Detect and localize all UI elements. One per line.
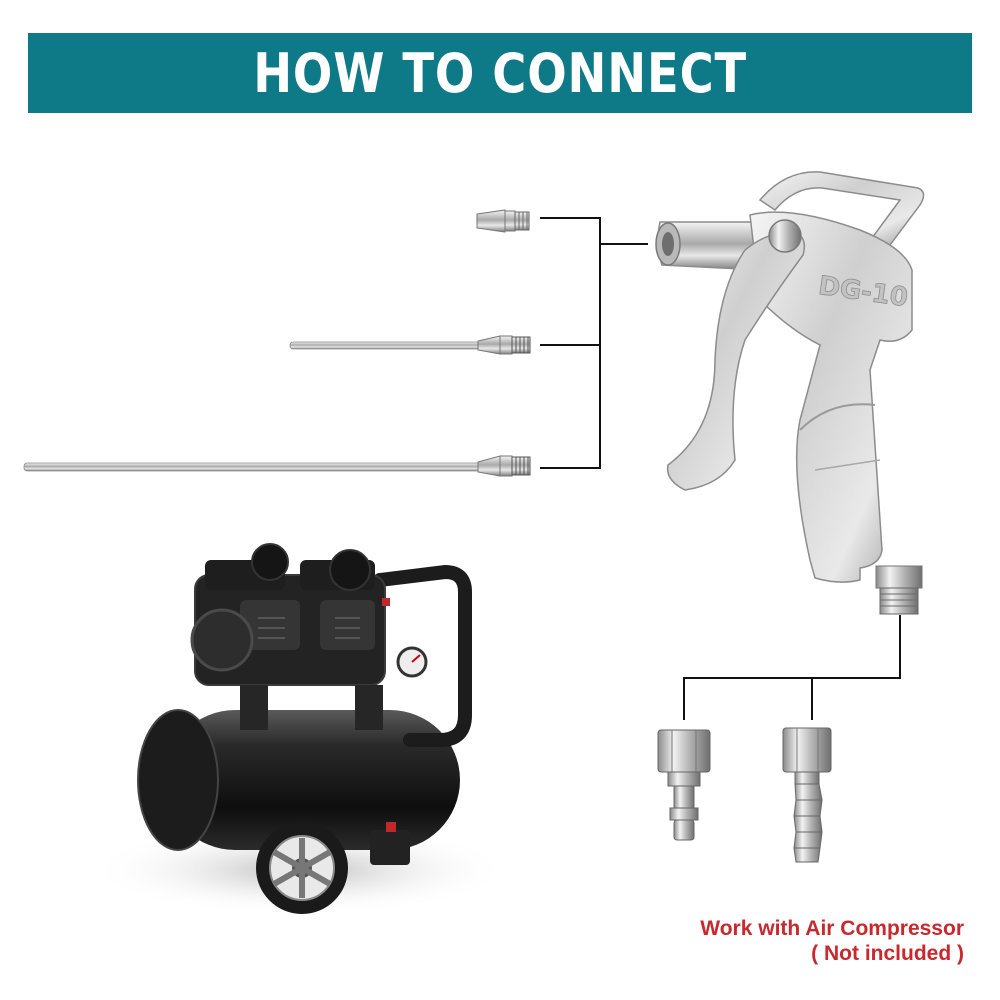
hose-barb-fitting-icon [782,727,832,863]
connector-lines [540,217,901,720]
long-extension-nozzle-icon [23,455,531,477]
note-line-1: Work with Air Compressor [700,917,964,940]
air-blow-gun-icon: DG-10 [655,171,925,615]
header-banner: HOW TO CONNECT [28,33,972,113]
compressor-note: Work with Air Compressor ( Not included … [700,916,964,966]
short-nozzle-icon [476,209,530,233]
quick-coupler-plug-icon [657,729,711,841]
medium-extension-nozzle-icon [289,335,531,355]
note-line-2: ( Not included ) [811,942,964,965]
air-compressor-icon [90,543,510,915]
page-title: HOW TO CONNECT [253,41,747,105]
